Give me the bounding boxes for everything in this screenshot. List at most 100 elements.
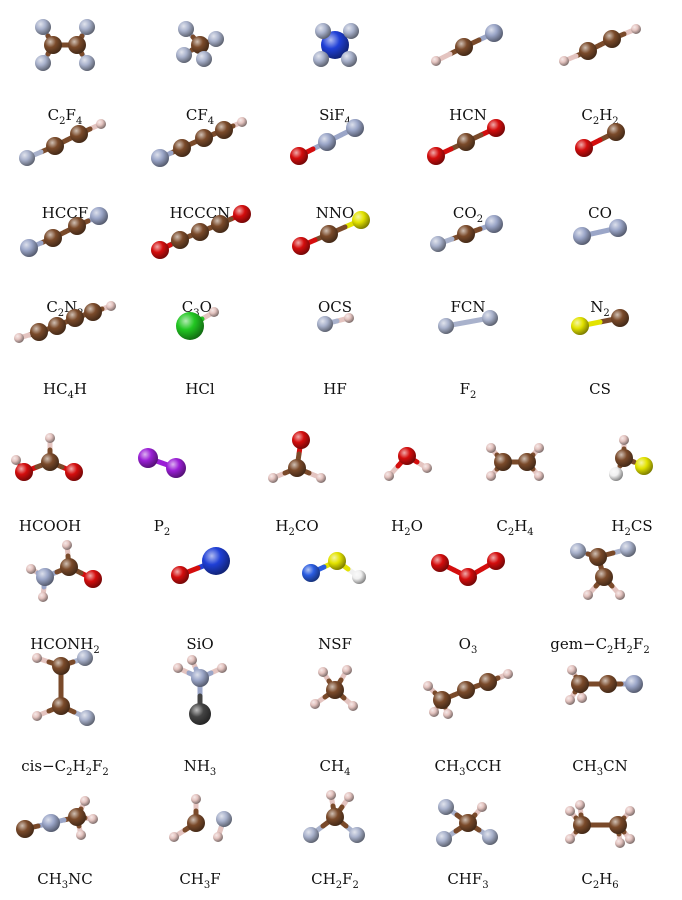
molecule-drawing bbox=[176, 21, 224, 67]
molecule-23: H2O bbox=[342, 426, 472, 538]
atom-c bbox=[68, 217, 86, 235]
atom-c bbox=[571, 675, 589, 693]
molecule-drawing bbox=[431, 24, 503, 66]
molecule-8: CO2 bbox=[403, 104, 533, 225]
atom-f bbox=[438, 318, 454, 334]
molecule-drawing bbox=[171, 547, 230, 584]
molecule-label: CH3CCH bbox=[434, 757, 502, 778]
atom-h bbox=[217, 663, 227, 673]
atom-f bbox=[570, 543, 586, 559]
atom-n bbox=[625, 675, 643, 693]
atom-c bbox=[48, 317, 66, 335]
molecule-34: CH3CCH bbox=[403, 654, 533, 778]
molecule-0: C2F4 bbox=[0, 9, 130, 127]
molecule-label: C2F4 bbox=[47, 106, 83, 127]
atom-h bbox=[213, 832, 223, 842]
molecule-5: HCCF bbox=[0, 104, 130, 222]
atom-c bbox=[589, 548, 607, 566]
atom-h bbox=[80, 796, 90, 806]
molecule-label: CO2 bbox=[452, 204, 484, 225]
molecule-drawing bbox=[427, 119, 505, 165]
molecule-drawing bbox=[176, 307, 219, 340]
molecule-label: NNO bbox=[315, 204, 355, 222]
atom-h bbox=[565, 806, 575, 816]
molecule-label: FCN bbox=[450, 298, 486, 316]
atom-c bbox=[44, 36, 62, 54]
atom-p bbox=[166, 458, 186, 478]
atom-o bbox=[233, 205, 251, 223]
atom-c bbox=[494, 453, 512, 471]
molecule-14: N2 bbox=[535, 196, 665, 319]
atom-n bbox=[42, 814, 60, 832]
atom-f bbox=[343, 23, 359, 39]
atom-c bbox=[615, 449, 633, 467]
molecule-22: H2CO bbox=[232, 426, 362, 538]
molecule-drawing bbox=[436, 799, 498, 847]
atom-h bbox=[106, 301, 116, 311]
atom-c bbox=[459, 814, 477, 832]
atom-o bbox=[151, 241, 169, 259]
atom-c bbox=[518, 453, 536, 471]
atom-h bbox=[76, 830, 86, 840]
molecule-drawing bbox=[573, 219, 627, 245]
molecule-drawing bbox=[571, 309, 629, 335]
atom-o bbox=[171, 566, 189, 584]
molecule-3: HCN bbox=[403, 9, 533, 124]
molecule-drawing bbox=[173, 655, 227, 725]
atom-f bbox=[317, 316, 333, 332]
molecule-drawing bbox=[565, 800, 635, 848]
molecule-drawing bbox=[26, 540, 102, 602]
atom-h bbox=[534, 443, 544, 453]
atom-c bbox=[70, 125, 88, 143]
atom-h bbox=[625, 834, 635, 844]
atom-o bbox=[290, 147, 308, 165]
atom-o bbox=[292, 237, 310, 255]
atom-o bbox=[575, 139, 593, 157]
molecule-17: HF bbox=[270, 286, 400, 398]
atom-h bbox=[615, 838, 625, 848]
molecule-7: NNO bbox=[270, 104, 400, 222]
atom-o bbox=[459, 568, 477, 586]
atom-h bbox=[348, 701, 358, 711]
molecule-26: HCONH2 bbox=[0, 531, 130, 656]
molecule-label: SiF4 bbox=[319, 106, 351, 127]
molecule-drawing bbox=[292, 211, 370, 255]
molecule-33: CH4 bbox=[270, 654, 400, 778]
atom-f bbox=[35, 19, 51, 35]
atom-h bbox=[486, 443, 496, 453]
atom-s bbox=[635, 457, 653, 475]
molecule-label: HCl bbox=[185, 380, 215, 398]
atom-h bbox=[443, 709, 453, 719]
molecule-drawing bbox=[14, 301, 116, 343]
molecule-label: SiO bbox=[186, 635, 214, 653]
atom-c bbox=[16, 820, 34, 838]
molecule-drawing bbox=[313, 23, 359, 67]
atom-c bbox=[573, 816, 591, 834]
atom-f bbox=[208, 31, 224, 47]
atom-h bbox=[423, 681, 433, 691]
atom-c bbox=[211, 215, 229, 233]
atom-h bbox=[310, 699, 320, 709]
molecule-label: H2O bbox=[391, 517, 423, 538]
atom-o bbox=[292, 431, 310, 449]
molecule-drawing bbox=[384, 447, 432, 481]
atom-h bbox=[209, 307, 219, 317]
molecule-label: C2H6 bbox=[581, 870, 619, 891]
molecule-32: NH3 bbox=[135, 654, 265, 778]
atom-c bbox=[46, 137, 64, 155]
atom-c bbox=[479, 673, 497, 691]
atom-o bbox=[431, 554, 449, 572]
atom-f bbox=[436, 831, 452, 847]
atom-h bbox=[326, 790, 336, 800]
atom-h bbox=[583, 590, 593, 600]
molecule-24: C2H4 bbox=[450, 426, 580, 538]
molecule-label: CHF3 bbox=[447, 870, 489, 891]
atom-h bbox=[173, 663, 183, 673]
molecule-label: CH4 bbox=[319, 757, 351, 778]
atom-h bbox=[619, 435, 629, 445]
atom-f bbox=[482, 310, 498, 326]
molecule-label: N2 bbox=[590, 298, 610, 319]
atom-h bbox=[625, 806, 635, 816]
molecule-label: F2 bbox=[459, 380, 477, 401]
molecule-30: gem−C2H2F2 bbox=[535, 531, 665, 656]
